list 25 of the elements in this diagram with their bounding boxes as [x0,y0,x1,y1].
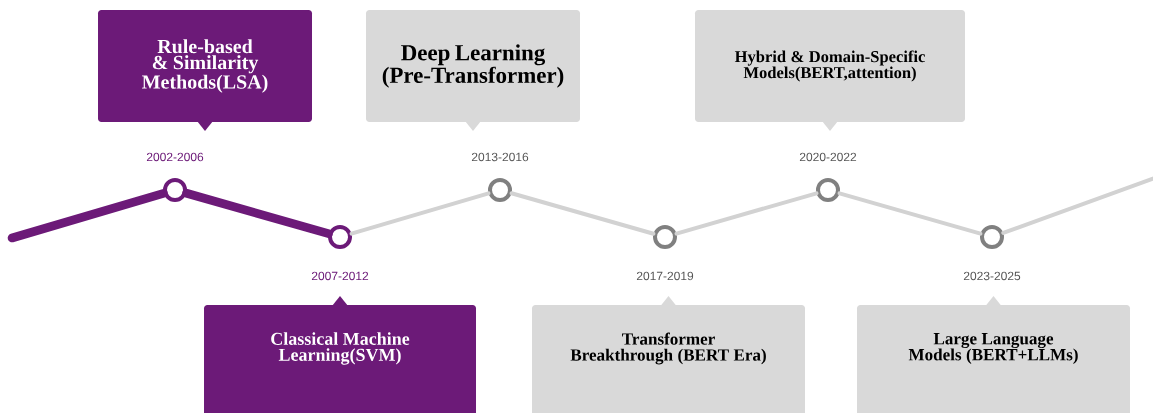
year-label: 2007-2012 [311,271,369,281]
year-label: 2017-2019 [636,271,694,281]
year-label: 2013-2016 [471,152,529,162]
timeline-segment [674,191,819,236]
year-label: 2020-2022 [799,152,857,162]
timeline-segment [7,189,168,243]
callout-box: Transformer Breakthrough (BERT Era) [532,296,805,413]
callout-box: Classical Machine Learning(SVM) [204,296,476,413]
timeline-segment [509,191,656,236]
timeline-segment [349,191,491,236]
timeline-dot [328,225,352,249]
callout-box: Hybrid & Domain-Specific Models(BERT,attention) [695,10,965,131]
timeline-dot [653,225,677,249]
callout-box: Large Language Models (BERT+LLMs) [857,296,1130,413]
year-label: 2002-2006 [146,152,204,162]
timeline-dot [163,178,187,202]
timeline-dot [488,178,512,202]
timeline-segment [1001,174,1153,235]
callout-box: Deep Learning (Pre-Transformer) [366,10,580,131]
timeline-dot [980,225,1004,249]
timeline-segment [837,191,983,236]
callout-box: Rule-based & Similarity Methods(LSA) [98,10,312,131]
timeline-segment [182,188,333,239]
year-label: 2023-2025 [963,271,1021,281]
timeline-dot [816,178,840,202]
